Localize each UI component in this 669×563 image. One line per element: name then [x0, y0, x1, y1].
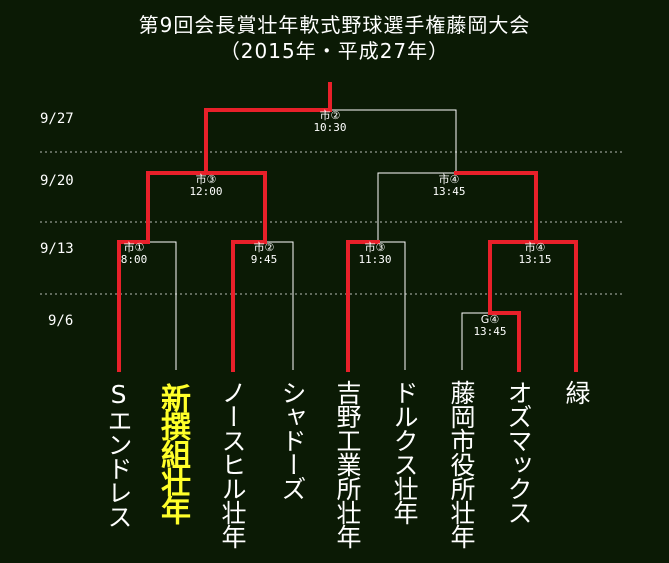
game-venue: 市④	[438, 173, 460, 186]
game-venue: 市④	[524, 241, 546, 254]
game-venue: 市②	[319, 109, 341, 122]
bracket-thin-lines	[148, 109, 490, 370]
game-venue: G④	[480, 313, 500, 326]
game-time: 11:30	[358, 253, 392, 266]
winner-path	[204, 171, 267, 244]
winner-path	[346, 240, 380, 372]
game-time: 12:00	[189, 185, 223, 198]
tournament-year: （2015年・平成27年）	[219, 39, 450, 63]
winner-path	[146, 171, 208, 244]
winner-path	[204, 82, 332, 175]
round-date-final: 9/27	[40, 111, 74, 127]
game-time: 10:30	[313, 121, 347, 134]
bracket-line	[377, 172, 456, 242]
bracket-line	[265, 241, 294, 370]
team-midori: 緑	[562, 380, 591, 404]
bracket-line	[148, 241, 177, 370]
game-time: 13:45	[473, 325, 507, 338]
round-date-first-round: 9/6	[48, 313, 74, 329]
bracket-winner-lines	[117, 82, 578, 372]
team-yoshino-kogyosho: 吉野工業所壮年	[333, 380, 362, 548]
game-venue: 市③	[364, 241, 386, 254]
game-time: 9:45	[250, 253, 278, 266]
tournament-title: 第9回会長賞壮年軟式野球選手権藤岡大会	[138, 13, 531, 37]
team-north-hill: ノースヒル壮年	[218, 380, 247, 548]
game-venue: 市②	[253, 241, 275, 254]
game-venue: 市①	[123, 241, 145, 254]
winner-path	[231, 240, 267, 372]
winner-path	[454, 171, 538, 244]
team-shinsengumi-champion: 新撰組壮年	[155, 383, 190, 523]
winner-path	[117, 240, 150, 372]
game-time: 8:00	[120, 253, 148, 266]
round-date-semifinal: 9/20	[40, 173, 74, 189]
game-time: 13:15	[518, 253, 552, 266]
team-shadows: シャドーズ	[278, 380, 307, 500]
winner-path	[488, 240, 521, 372]
bracket-line	[378, 241, 406, 370]
team-s-endless: Sエンドレス	[104, 380, 133, 528]
team-ozmax: オズマックス	[504, 380, 533, 524]
team-fujioka-city-hall: 藤岡市役所壮年	[447, 380, 476, 548]
round-dividers	[40, 151, 622, 295]
bracket-line	[330, 109, 457, 173]
bracket-line	[461, 312, 490, 370]
team-dorukusu: ドルクス壮年	[390, 380, 419, 524]
round-date-quarterfinal: 9/13	[40, 241, 74, 257]
game-time: 13:45	[432, 185, 466, 198]
game-venue: 市③	[195, 173, 217, 186]
